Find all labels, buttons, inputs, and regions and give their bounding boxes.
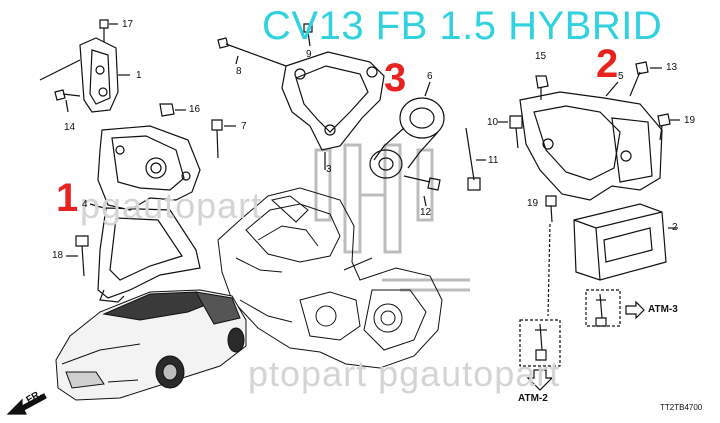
callout-7: 7 (241, 121, 247, 132)
callout-11: 11 (488, 155, 499, 166)
callout-3: 3 (326, 164, 332, 175)
watermark-bottom: ptopart pgautopart (248, 353, 561, 394)
bolt-19-right (657, 113, 680, 141)
callout-8: 8 (236, 66, 242, 77)
callout-12: 12 (420, 207, 432, 218)
page-title: CV13 FB 1.5 HYBRID (262, 4, 663, 48)
torque-rod-6 (369, 81, 445, 179)
bolt-17 (99, 19, 118, 42)
atm3-detail (585, 289, 621, 327)
callout-1: 1 (136, 70, 142, 81)
honda-logo (314, 143, 470, 292)
atm3-bolt (595, 293, 645, 327)
upper-bracket-1 (79, 37, 130, 113)
bolt-19-middle (545, 195, 557, 223)
ref-atm3: ATM-3 (648, 304, 678, 315)
bolt-7 (211, 119, 236, 159)
bolt-11 (465, 127, 486, 191)
bolt-13 (629, 61, 662, 97)
damper-2 (573, 203, 678, 281)
mount-number-2: 2 (596, 42, 619, 86)
callout-9: 9 (306, 49, 312, 60)
callout-19-left: 19 (527, 198, 539, 209)
car-illustration (55, 289, 247, 401)
engine-transmission (217, 187, 443, 369)
callout-2: 2 (672, 222, 678, 233)
callout-14: 14 (64, 122, 76, 133)
bolt-12 (403, 175, 441, 207)
transmission-mount-5 (519, 81, 663, 201)
bolt-18 (66, 235, 89, 277)
engine-mount-4 (89, 125, 201, 303)
callout-17: 17 (122, 19, 134, 30)
nut-15 (535, 75, 549, 100)
callout-4: 4 (82, 199, 88, 210)
bolt-14 (39, 59, 81, 113)
callout-18: 18 (52, 250, 64, 261)
callout-13: 13 (666, 62, 678, 73)
callout-19-right: 19 (684, 115, 696, 126)
atm2-detail (519, 319, 561, 367)
ref-atm2: ATM-2 (518, 393, 548, 404)
bolt-8 (217, 37, 287, 67)
callout-16: 16 (189, 104, 201, 115)
front-arrow-icon (6, 393, 47, 415)
bolt-10 (498, 115, 523, 149)
callout-15: 15 (535, 51, 547, 62)
diagram-code: TT2TB4700 (660, 403, 703, 412)
callout-5: 5 (618, 71, 624, 82)
mount-number-1: 1 (56, 176, 79, 220)
bracket-3 (281, 51, 385, 170)
bolt-9 (303, 23, 313, 47)
callout-10: 10 (487, 117, 499, 128)
callout-6: 6 (427, 71, 433, 82)
atm2-bolt (526, 223, 554, 391)
watermark-top: pgautopart (80, 185, 263, 226)
mount-number-3: 3 (384, 56, 407, 100)
nut-16 (159, 103, 186, 117)
